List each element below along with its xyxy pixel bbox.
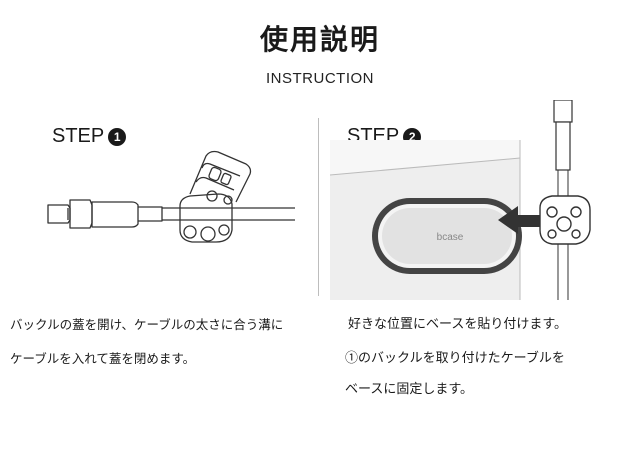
cable-clip bbox=[539, 195, 591, 245]
buckle-lid bbox=[189, 150, 252, 203]
step-1-number: 1 bbox=[108, 127, 127, 146]
step-1-instruction-line-2: ケーブルを入れて蓋を閉めます。 bbox=[10, 351, 196, 366]
arrow-icon bbox=[498, 206, 545, 234]
step-2-instruction-line-1: 好きな位置にベースを貼り付けます。 bbox=[348, 317, 568, 332]
step-1-label: STEP bbox=[52, 125, 105, 147]
step-1-instruction-line-1: バックルの蓋を開け、ケーブルの太さに合う溝に bbox=[10, 317, 284, 332]
plug-tip bbox=[47, 204, 71, 224]
step-1-heading: STEP 1 bbox=[52, 125, 127, 148]
buckle-base bbox=[179, 193, 233, 243]
step-2-instruction-line-3: ベースに固定します。 bbox=[345, 382, 474, 397]
cable-plug bbox=[553, 100, 573, 123]
cable-boot bbox=[91, 201, 139, 228]
step-2-instruction-line-2: ①のバックルを取り付けたケーブルを bbox=[345, 351, 565, 366]
page-subtitle: INSTRUCTION bbox=[266, 70, 374, 87]
column-divider bbox=[318, 118, 319, 296]
adhesive-base bbox=[372, 198, 522, 274]
page-title: 使用説明 bbox=[259, 23, 380, 56]
brand-logo: bcase bbox=[437, 232, 464, 243]
step-1-illustration bbox=[47, 150, 295, 243]
step-2-illustration: bcase bbox=[330, 100, 591, 300]
